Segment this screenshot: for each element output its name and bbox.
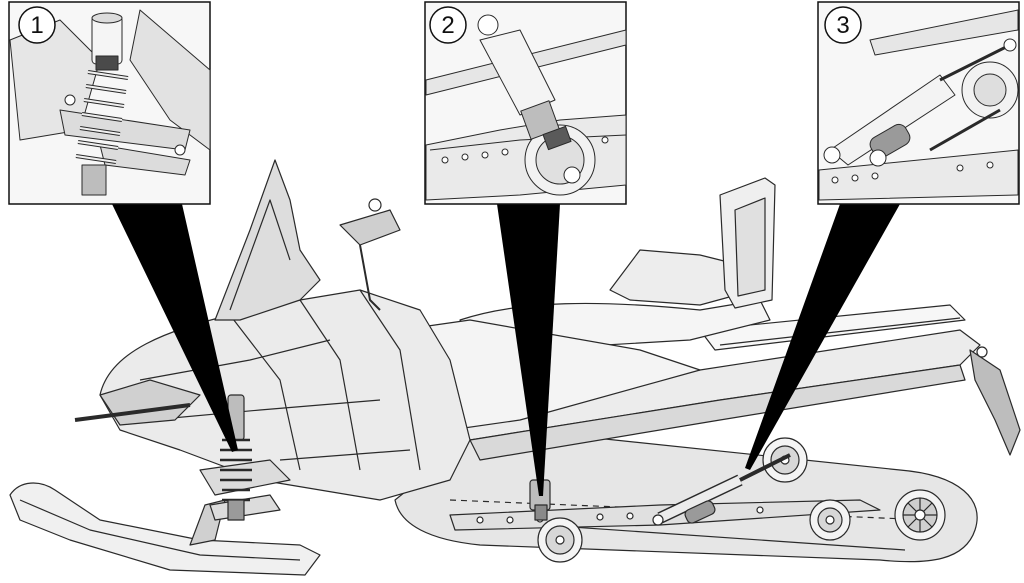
pointer-2: [497, 204, 560, 496]
callout-circle-2: [429, 6, 467, 44]
callout-circle-3: [824, 6, 862, 44]
idler-wheels: [537, 437, 946, 563]
inset-1: 1: [8, 1, 211, 205]
pointer-1: [112, 204, 238, 452]
inset-3: 3: [817, 1, 1020, 205]
callout-pointers: [112, 204, 900, 496]
rear-flap: [969, 349, 1021, 456]
ski: [9, 482, 321, 576]
pointer-3: [745, 204, 900, 470]
callout-number-2: 2: [441, 12, 454, 39]
windshield: [214, 159, 321, 321]
inset-2: 2: [424, 1, 627, 205]
handlebar: [339, 209, 401, 246]
rear-rack: [699, 304, 966, 351]
rear-track-shock-main: [652, 474, 743, 526]
callout-circle-1: [18, 6, 56, 44]
callout-number-3: 3: [836, 12, 849, 39]
callout-number-1: 1: [30, 12, 43, 39]
